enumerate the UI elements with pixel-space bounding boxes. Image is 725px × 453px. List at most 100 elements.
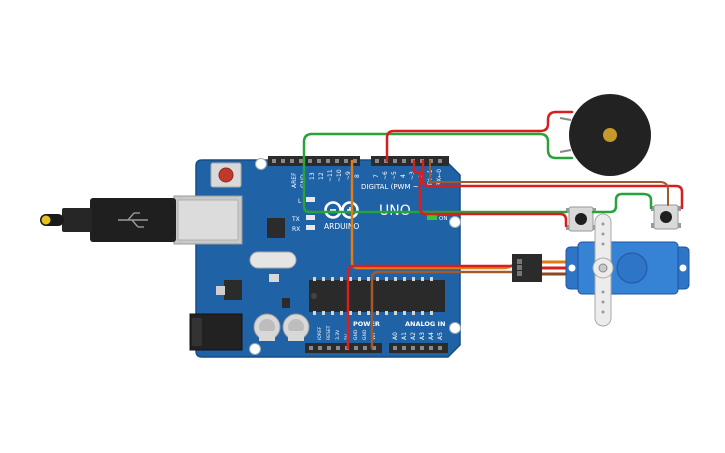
pushbutton-1-cap <box>575 213 587 225</box>
power-pin-reset-label: RESET <box>326 325 332 340</box>
analog-pin-a5-label: A5 <box>437 332 444 340</box>
power-pin-gnd2-label: GND <box>362 329 368 340</box>
pin-7-label: 7 <box>373 174 380 178</box>
smd-part <box>282 298 290 308</box>
wire-brown-servo-gnd[interactable] <box>370 270 520 350</box>
servo-connector <box>512 254 542 282</box>
capacitor <box>253 313 281 341</box>
led-l <box>306 197 315 202</box>
analog-pin-a3-label: A3 <box>419 332 426 340</box>
analog-pin-a2-label: A2 <box>410 332 417 340</box>
pushbutton-2-leg <box>678 223 681 228</box>
digital-header-right <box>371 156 449 166</box>
power-pin-3v3-label: 3.3V <box>335 329 341 340</box>
analog-pin-a4-label: A4 <box>428 332 435 340</box>
servo-horn-hole <box>601 310 605 314</box>
arduino-logo-icon <box>324 201 359 219</box>
pushbutton-2-leg <box>651 223 654 228</box>
mounting-hole <box>449 322 461 334</box>
brand-label: ARDUINO <box>324 222 359 231</box>
pin-3-label: ~3 <box>409 171 416 180</box>
pushbutton-1[interactable] <box>566 206 596 232</box>
wire-red-button-2[interactable] <box>421 159 684 210</box>
servo-connector-pin <box>517 271 522 276</box>
capacitor <box>282 313 310 341</box>
pin-8-label: 8 <box>354 174 361 178</box>
power-pin-vin-label: Vin <box>371 333 377 340</box>
analog-label: ANALOG IN <box>405 320 445 328</box>
atmega-chip-pins <box>313 277 433 315</box>
led-rx-label: RX <box>292 226 300 233</box>
pushbutton-1-leg <box>566 208 569 213</box>
buzzer-center <box>603 128 617 142</box>
wire-green-button-link[interactable] <box>591 192 653 214</box>
wire-green-gnd-buzzer[interactable] <box>302 132 574 163</box>
mounting-hole <box>255 158 267 170</box>
servo-mount-hole <box>679 264 687 272</box>
pushbutton-2-cap <box>660 211 672 223</box>
pin-0-label: RX←0 <box>436 169 443 186</box>
pin-12-label: 12 <box>318 172 325 180</box>
wires <box>302 110 684 350</box>
analog-pin-a0-label: A0 <box>392 332 399 340</box>
pin-9-label: ~9 <box>345 171 352 180</box>
pin-4-label: 4 <box>400 174 407 178</box>
servo-horn-hole <box>601 290 605 294</box>
aref-label: AREF <box>291 172 298 188</box>
power-label: POWER <box>353 320 380 328</box>
on-label: ON <box>439 216 447 222</box>
pushbutton-2-leg <box>678 206 681 211</box>
analog-pin-a1-label: A1 <box>401 332 408 340</box>
chip-notch <box>311 293 317 299</box>
power-led <box>427 215 437 220</box>
buzzer-leg <box>559 149 572 153</box>
power-pin-ioref-label: IOREF <box>317 326 323 340</box>
arduino-uno-board[interactable]: AREF GND 13 12 ~11 ~10 ~9 8 7 ~6 ~5 4 ~3… <box>173 156 461 358</box>
wire-red-servo-power[interactable] <box>346 264 520 350</box>
reset-button[interactable] <box>218 167 234 183</box>
pushbutton-2[interactable] <box>651 204 681 230</box>
servo-horn-hole <box>601 232 605 236</box>
mounting-hole <box>249 343 261 355</box>
wire-red-buzzer[interactable] <box>385 110 574 163</box>
mounting-hole <box>449 216 461 228</box>
servo-connector-pin <box>517 259 522 264</box>
usb-plug-grip <box>62 208 92 232</box>
led-l-label: L <box>298 198 302 205</box>
pin-11-label: ~11 <box>327 169 334 182</box>
usb-symbol-icon <box>118 212 148 228</box>
regulator-tab <box>216 286 225 295</box>
pushbutton-1-leg <box>593 208 596 213</box>
pin-10-label: ~10 <box>336 169 343 182</box>
led-rx <box>306 225 315 230</box>
digital-header-left <box>268 156 360 166</box>
usb-connector-inner <box>177 199 239 241</box>
servo-horn-hole <box>601 222 605 226</box>
usb-cable[interactable] <box>40 198 176 242</box>
led-tx-label: TX <box>291 216 300 223</box>
usb-cable-end-icon <box>41 215 51 225</box>
pin-13-label: 13 <box>309 172 316 180</box>
usb-chip <box>267 218 285 238</box>
buzzer-leg <box>559 117 572 121</box>
power-pin-gnd1-label: GND <box>353 329 359 340</box>
servo-horn-hole <box>601 300 605 304</box>
wire-brown-run[interactable] <box>429 160 669 206</box>
voltage-regulator <box>224 280 242 300</box>
pin-2-label: 2 <box>418 174 425 178</box>
wire-green-gnd-buttons[interactable] <box>302 159 568 214</box>
analog-header <box>389 343 448 353</box>
servo-motor[interactable] <box>512 213 690 327</box>
power-header <box>305 343 382 353</box>
atmega-chip <box>309 280 445 312</box>
piezo-buzzer[interactable] <box>559 94 651 176</box>
servo-gear-housing <box>616 252 648 284</box>
pushbutton-1-leg <box>566 225 569 230</box>
pin-6-label: ~6 <box>382 171 389 180</box>
wire-red-button-1[interactable] <box>412 159 568 228</box>
smd-part <box>269 274 279 282</box>
led-tx <box>306 215 315 220</box>
servo-horn-screw <box>598 263 608 273</box>
servo-horn-hole <box>601 242 605 246</box>
